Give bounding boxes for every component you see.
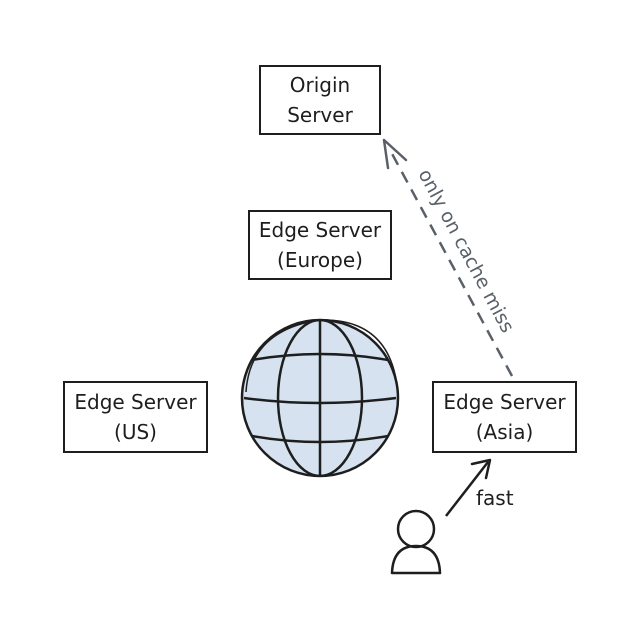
cache-miss-arrow bbox=[382, 138, 514, 377]
fast-label: fast bbox=[476, 486, 514, 510]
origin-server-label-line1: Origin bbox=[289, 73, 351, 97]
edge-server-asia-node: Edge Server (Asia) bbox=[432, 381, 577, 453]
edge-asia-label-line2: (Asia) bbox=[475, 420, 534, 444]
user-icon bbox=[390, 509, 442, 575]
edge-europe-label-line2: (Europe) bbox=[277, 248, 363, 272]
edge-asia-label-line1: Edge Server bbox=[443, 390, 566, 414]
origin-server-node: Origin Server bbox=[259, 65, 381, 135]
globe-icon bbox=[240, 318, 400, 478]
origin-server-label-line2: Server bbox=[287, 103, 353, 127]
edge-us-label-line1: Edge Server bbox=[74, 390, 197, 414]
edge-server-europe-node: Edge Server (Europe) bbox=[248, 210, 392, 280]
edge-europe-label-line1: Edge Server bbox=[258, 218, 382, 242]
fast-arrow bbox=[445, 458, 492, 517]
edge-us-label-line2: (US) bbox=[114, 420, 157, 444]
edge-server-us-node: Edge Server (US) bbox=[63, 381, 208, 453]
